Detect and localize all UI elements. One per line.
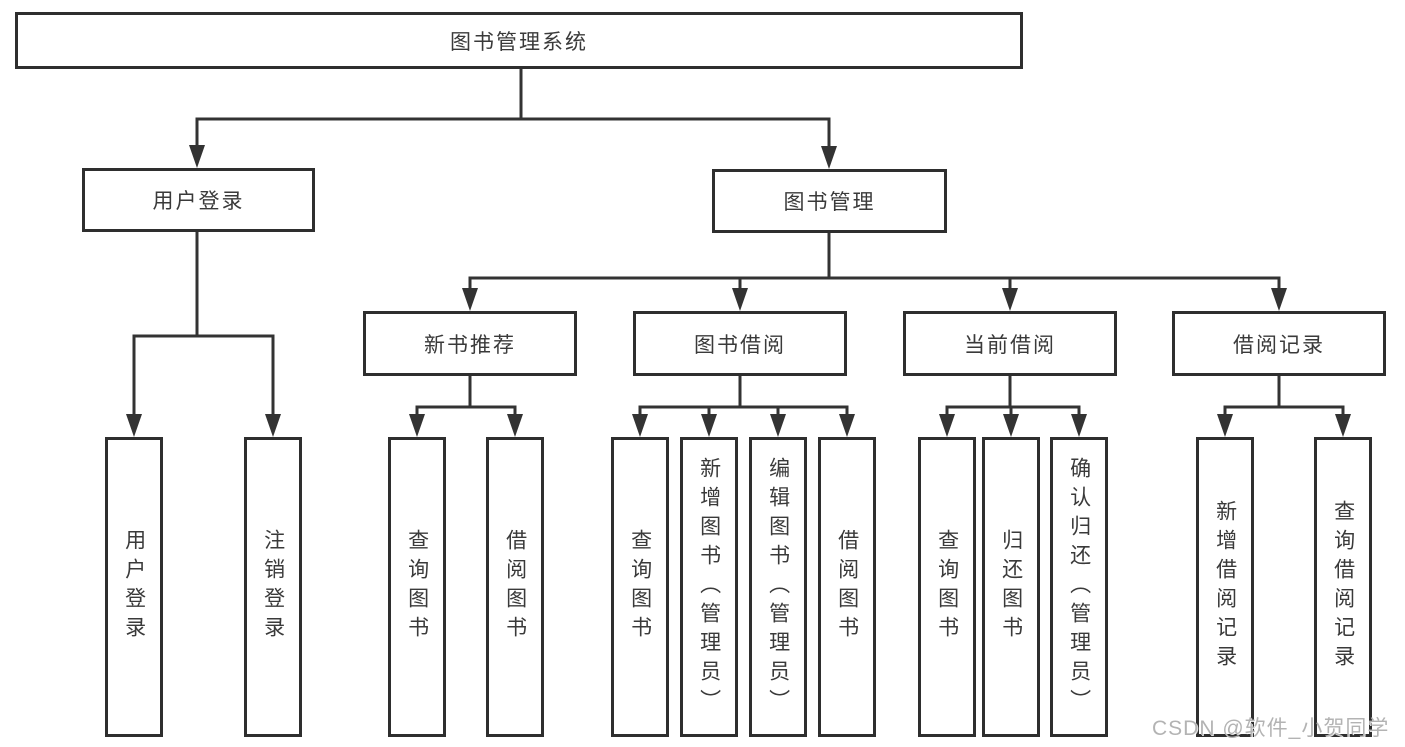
leaf-user-login: 用户登录 — [105, 437, 163, 737]
node-borrow-records: 借阅记录 — [1172, 311, 1386, 376]
leaf-borrow-books-label: 借阅图书 — [835, 529, 859, 645]
node-book-borrow: 图书借阅 — [633, 311, 847, 376]
leaf-return-books: 归还图书 — [982, 437, 1040, 737]
node-user-login-label: 用户登录 — [152, 190, 245, 213]
leaf-confirm-return-admin: 确认归还（管理员） — [1050, 437, 1108, 737]
leaf-add-books-admin: 新增图书（管理员） — [680, 437, 738, 737]
node-new-book-recommend: 新书推荐 — [363, 311, 577, 376]
leaf-logout-login-label: 注销登录 — [261, 529, 285, 645]
leaf-add-borrow-record-label: 新增借阅记录 — [1213, 500, 1237, 674]
leaf-query-books-current: 查询图书 — [918, 437, 976, 737]
leaf-confirm-return-admin-label: 确认归还（管理员） — [1067, 456, 1091, 718]
leaf-return-books-label: 归还图书 — [999, 529, 1023, 645]
leaf-edit-books-admin: 编辑图书（管理员） — [749, 437, 807, 737]
leaf-borrow-books-recommend: 借阅图书 — [486, 437, 544, 737]
leaf-query-books-current-label: 查询图书 — [935, 529, 959, 645]
leaf-query-books-recommend: 查询图书 — [388, 437, 446, 737]
node-book-management-label: 图书管理 — [783, 191, 876, 214]
leaf-borrow-books-recommend-label: 借阅图书 — [503, 529, 527, 645]
node-user-login: 用户登录 — [82, 168, 315, 232]
node-borrow-records-label: 借阅记录 — [1233, 333, 1325, 357]
leaf-borrow-books: 借阅图书 — [818, 437, 876, 737]
leaf-query-borrow-record-label: 查询借阅记录 — [1331, 500, 1355, 674]
leaf-add-borrow-record: 新增借阅记录 — [1196, 437, 1254, 737]
watermark: CSDN @软件_小贺同学 — [1152, 717, 1390, 740]
leaf-query-borrow-record: 查询借阅记录 — [1314, 437, 1372, 737]
leaf-add-books-admin-label: 新增图书（管理员） — [697, 456, 721, 718]
leaf-query-books-borrow: 查询图书 — [611, 437, 669, 737]
node-root-label: 图书管理系统 — [450, 30, 588, 54]
leaf-edit-books-admin-label: 编辑图书（管理员） — [766, 456, 790, 718]
leaf-query-books-recommend-label: 查询图书 — [405, 529, 429, 645]
node-current-borrow-label: 当前借阅 — [964, 333, 1056, 357]
node-root: 图书管理系统 — [15, 12, 1023, 69]
leaf-logout-login: 注销登录 — [244, 437, 302, 737]
node-new-book-recommend-label: 新书推荐 — [424, 333, 516, 357]
leaf-query-books-borrow-label: 查询图书 — [628, 529, 652, 645]
node-current-borrow: 当前借阅 — [903, 311, 1117, 376]
node-book-borrow-label: 图书借阅 — [694, 333, 786, 357]
node-book-management: 图书管理 — [712, 169, 947, 233]
leaf-user-login-label: 用户登录 — [122, 529, 146, 645]
